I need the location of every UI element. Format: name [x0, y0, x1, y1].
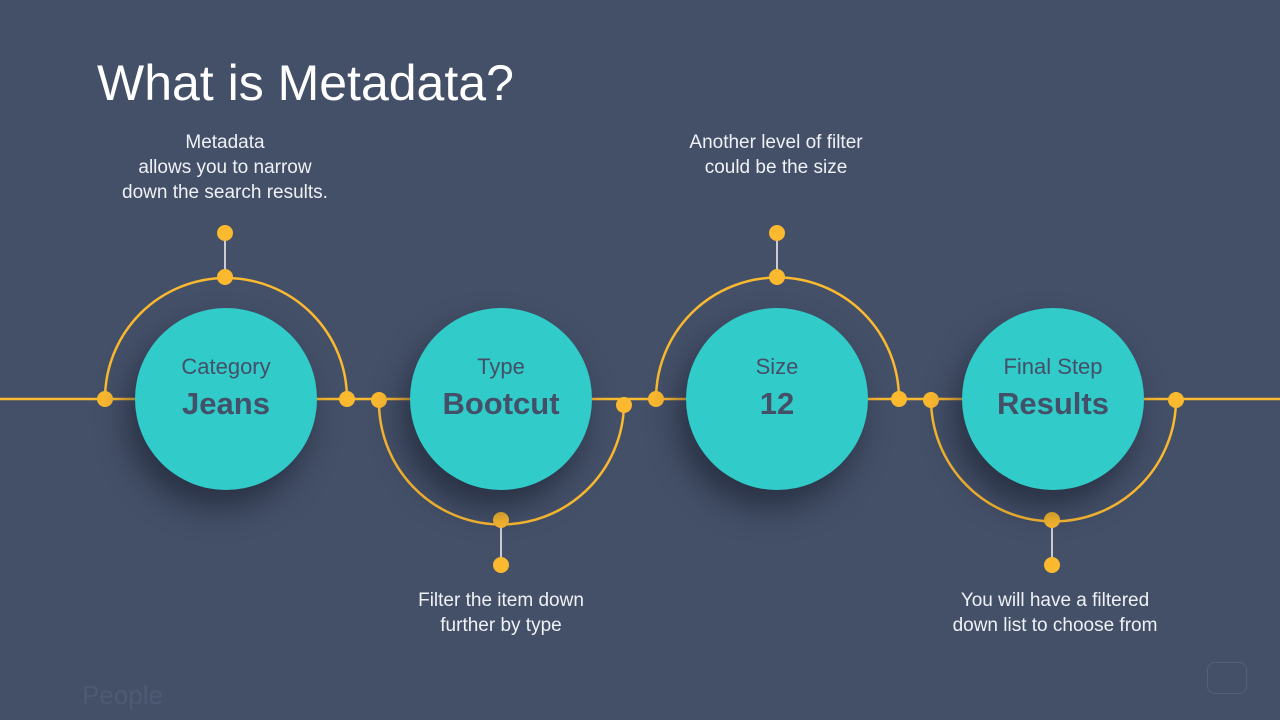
dot — [493, 512, 509, 528]
dot — [217, 269, 233, 285]
step-circle-type: Type Bootcut — [410, 308, 592, 490]
caption-4: You will have a filtered down list to ch… — [952, 590, 1158, 636]
dot — [891, 391, 907, 407]
dot — [616, 397, 632, 413]
dot — [769, 269, 785, 285]
dot — [371, 392, 387, 408]
chat-bubble-icon — [1207, 662, 1247, 694]
dot — [1044, 557, 1060, 573]
caption-2: Filter the item down further by type — [418, 590, 584, 636]
step-label: Final Step — [1003, 354, 1103, 379]
dot — [1168, 392, 1184, 408]
step-label: Size — [755, 354, 799, 379]
page-title: What is Metadata? — [97, 55, 514, 111]
step-circle-category: Category Jeans — [135, 308, 317, 490]
caption-1: Metadata allows you to narrow down the s… — [122, 132, 328, 203]
dot — [923, 392, 939, 408]
step-value: Bootcut — [442, 386, 560, 421]
dot — [493, 557, 509, 573]
caption-3: Another level of filter could be the siz… — [689, 132, 863, 178]
dot — [648, 391, 664, 407]
step-value: Results — [997, 386, 1109, 421]
step-value: 12 — [759, 386, 795, 421]
step-circle-size: Size 12 — [686, 308, 868, 490]
step-value: Jeans — [182, 386, 270, 421]
step-circle-results: Final Step Results — [962, 308, 1144, 490]
dot — [769, 225, 785, 241]
dot — [1044, 512, 1060, 528]
dot — [97, 391, 113, 407]
dot — [339, 391, 355, 407]
dot — [217, 225, 233, 241]
step-label: Category — [181, 354, 271, 379]
step-label: Type — [477, 354, 525, 379]
watermark-logo: People — [82, 680, 163, 710]
